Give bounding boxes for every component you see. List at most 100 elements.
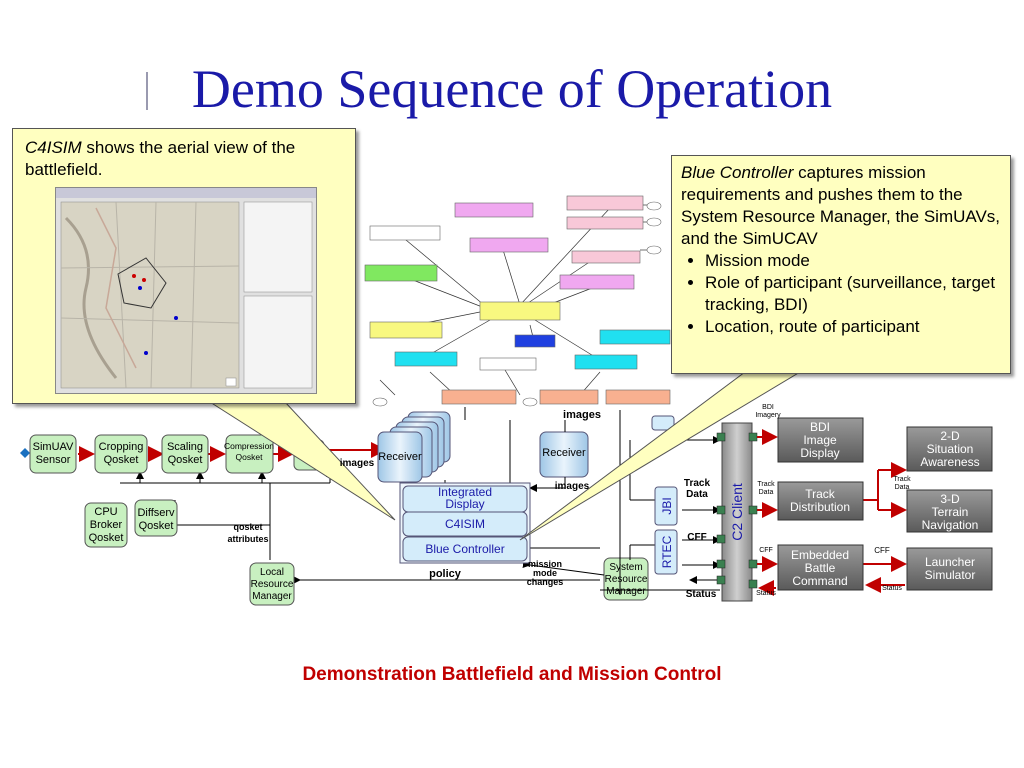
scaling-label-2: Qosket	[168, 454, 203, 466]
cpu-broker-qosket-node	[84, 502, 128, 548]
c4isim-screenshot	[55, 187, 317, 394]
rtec-node	[654, 529, 678, 575]
track-data-small-2: Data	[759, 489, 774, 496]
bullet-role: Role of participant (surveillance, targe…	[705, 272, 1006, 316]
jbi-label: JBI	[660, 497, 674, 514]
launcher-label-2: Simulator	[925, 568, 976, 582]
slide-title: Demo Sequence of Operation	[191, 59, 833, 119]
system-rm-label-2: Resource	[605, 574, 648, 585]
simuav-label-1: SimUAV	[33, 441, 74, 453]
mission-mode-label-3: changes	[527, 577, 564, 587]
receiver-stack	[377, 411, 451, 483]
bdi-display-label-1: BDI	[810, 420, 830, 434]
sa-2d-label-1: 2-D	[940, 429, 960, 443]
track-distribution-label-2: Distribution	[790, 500, 850, 514]
scaling-qosket-node	[161, 434, 209, 474]
receiver-node	[539, 431, 589, 478]
callout-c4isim-text: C4ISIM shows the aerial view of the batt…	[25, 137, 345, 181]
title-divider	[146, 72, 148, 110]
c4isim-label: C4ISIM	[445, 517, 485, 531]
bdi-display-label-3: Display	[800, 446, 839, 460]
diffserv-label-2: Qosket	[139, 520, 174, 532]
launcher-simulator-node	[906, 547, 993, 591]
local-rm-label-3: Manager	[252, 591, 292, 602]
cpu-broker-label-3: Qosket	[89, 532, 124, 544]
cropping-label-2: Qosket	[104, 454, 139, 466]
qosket-attributes-label-1: qosket	[233, 522, 262, 532]
mission-mode-label-2: mode	[533, 568, 557, 578]
system-rm-label-3: Manager	[606, 586, 646, 597]
cff-small-label: CFF	[759, 547, 773, 554]
terrain-3d-label-1: 3-D	[940, 492, 960, 506]
launcher-label-1: Launcher	[925, 555, 975, 569]
compression-qosket-node	[225, 434, 274, 474]
local-rm-label-1: Local	[260, 567, 284, 578]
diffserv-label-1: Diffserv	[137, 507, 175, 519]
c4isim-map-image	[56, 188, 316, 393]
images-label-3: images	[555, 481, 590, 492]
compression-label-1: Compression	[224, 441, 274, 451]
terrain-3d-label-2: Terrain	[932, 505, 969, 519]
blue-controller-label: Blue Controller	[425, 542, 504, 556]
c2-client-node	[721, 422, 753, 602]
simuav-sensor-node	[29, 434, 77, 474]
track-distribution-node	[777, 481, 864, 521]
terrain-navigation-node	[906, 489, 993, 533]
c4isim-node	[402, 511, 528, 537]
qosket-attributes-label-2: attributes	[227, 534, 268, 544]
mission-mode-label-1: mission	[528, 559, 562, 569]
diffserv-qosket-node	[134, 499, 178, 537]
integrated-display-label-2: Display	[445, 497, 484, 511]
component-graph	[364, 195, 671, 407]
receiver-label: Receiver	[542, 447, 586, 459]
embedded-battle-label-3: Command	[792, 574, 847, 588]
cff-label: CFF	[687, 532, 706, 543]
bdi-display-label-2: Image	[803, 433, 837, 447]
images-label-1: images	[340, 458, 375, 469]
status-label: Status	[686, 589, 717, 600]
local-resource-manager-node	[249, 562, 295, 606]
track-data-2-label-1: Track	[893, 476, 911, 483]
sa-2d-label-2: Situation	[927, 442, 974, 456]
sensor-pipeline	[20, 442, 600, 584]
bullet-location: Location, route of participant	[705, 316, 1006, 338]
callout-blue-controller-emphasis: Blue Controller	[681, 163, 794, 182]
diagram-caption: Demonstration Battlefield and Mission Co…	[302, 664, 722, 685]
bullet-mission-mode: Mission mode	[705, 250, 1006, 272]
track-data-small-1: Track	[757, 481, 775, 488]
c2-client-label: C2 Client	[729, 483, 745, 541]
embedded-battle-label-1: Embedded	[791, 548, 849, 562]
bdi-imagery-label-2: Imagery	[755, 412, 781, 419]
bdi-image-display-node	[777, 417, 864, 463]
cropping-qosket-node	[94, 434, 148, 474]
track-distribution-label-1: Track	[805, 487, 836, 501]
bdi-imagery-label-1: BDI	[762, 404, 774, 411]
track-data-2-label-2: Data	[895, 484, 910, 491]
embedded-battle-command-node	[777, 544, 864, 591]
callout-blue-controller: Blue Controller captures mission require…	[671, 155, 1011, 374]
track-data-label-1: Track	[684, 478, 711, 489]
rtec-label: RTEC	[660, 535, 674, 568]
policy-label: policy	[429, 568, 462, 580]
cpu-broker-label-1: CPU	[94, 506, 117, 518]
embedded-battle-label-2: Battle	[805, 561, 836, 575]
terrain-3d-label-3: Navigation	[922, 518, 979, 532]
callout-blue-controller-body: captures mission requirements and pushes…	[681, 163, 1001, 248]
integrated-display-label-1: Integrated	[438, 485, 492, 499]
scaling-label-1: Scaling	[167, 441, 203, 453]
callout-c4isim-body: shows the aerial view of the battlefield…	[25, 138, 296, 179]
cpu-broker-label-2: Broker	[90, 519, 123, 531]
cropping-label-1: Cropping	[99, 441, 144, 453]
callout-blue-controller-text: Blue Controller captures mission require…	[681, 162, 1006, 338]
track-data-label-2: Data	[686, 489, 708, 500]
jbi-node	[654, 486, 678, 526]
callout-c4isim-emphasis: C4ISIM	[25, 138, 82, 157]
blue-controller-node	[402, 536, 528, 562]
receiver-stack-label: Receiver	[378, 451, 422, 463]
status-2-label: Status	[882, 585, 902, 592]
local-rm-label-2: Resource	[251, 579, 294, 590]
situation-awareness-node	[906, 426, 993, 472]
status-small-label: Status	[756, 590, 776, 597]
sa-2d-label-3: Awareness	[920, 455, 979, 469]
